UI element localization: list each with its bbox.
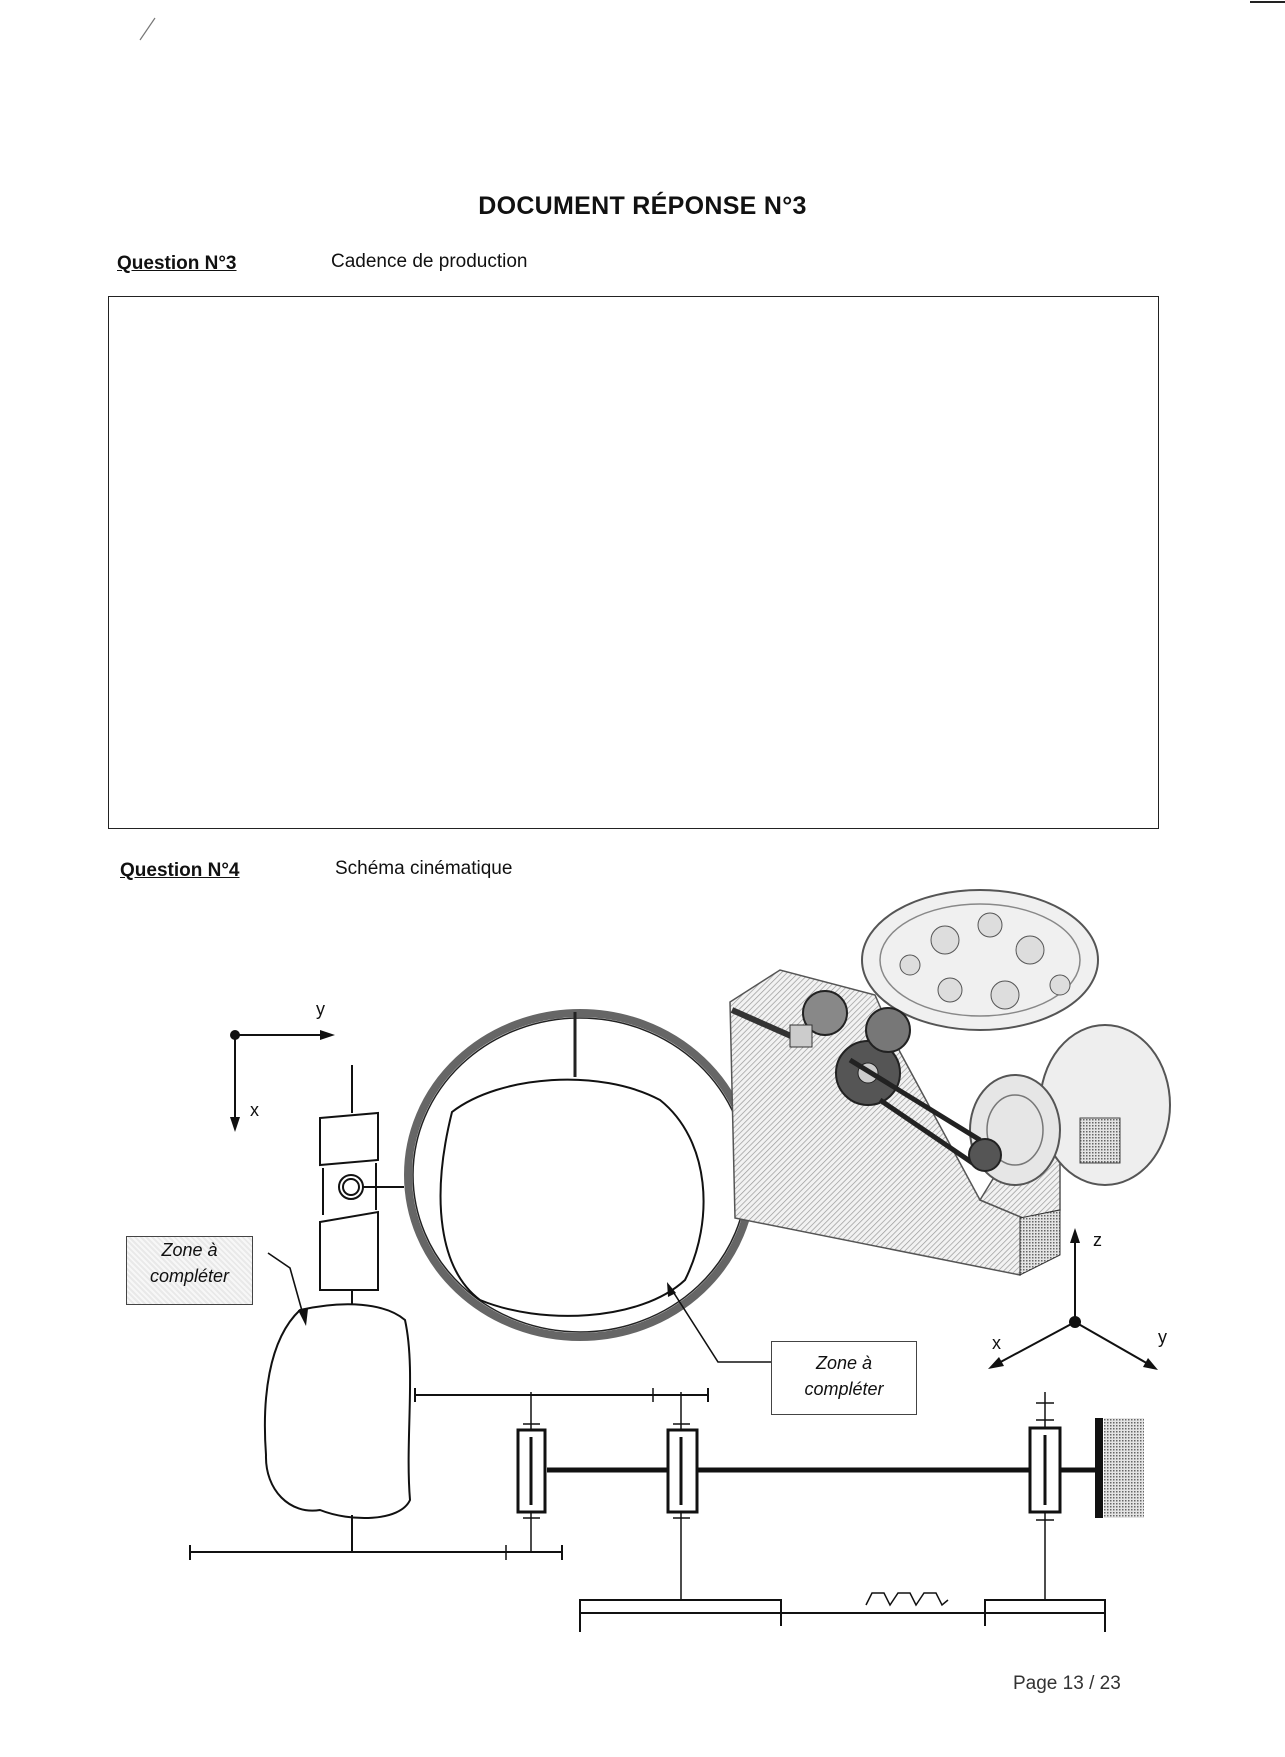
main-shaft [516,1392,1144,1600]
question-3-label: Question N°3 [117,253,237,274]
worm-assembly [319,1065,404,1305]
indexing-table-illustration [729,889,1171,1276]
axis-label-x-3d: x [992,1333,1001,1353]
axis-label-z-3d: z [1093,1230,1102,1250]
axis-label-x-2d: x [250,1100,259,1120]
axis-frame-3d [988,1228,1158,1370]
worm-wheel-ring [404,1009,756,1341]
page-number: Page 13 / 23 [1013,1673,1121,1694]
question-4-label: Question N°4 [120,860,240,881]
axis-frame-2d [230,1030,335,1132]
zone-left-line-1: Zone à [161,1240,218,1260]
axis-label-y-2d: y [316,999,325,1019]
zone-to-complete-label-left: Zone à compléter [126,1236,253,1305]
zone-to-complete-label-right: Zone à compléter [771,1341,917,1415]
zone-left-line-2: compléter [149,1266,230,1286]
cam-blob-left [263,1303,412,1519]
answer-box-question-3[interactable] [108,296,1159,829]
zone-right-line-2: compléter [804,1379,884,1399]
question-3-text: Cadence de production [331,251,528,272]
axis-label-y-3d: y [1158,1327,1167,1347]
zone-right-line-1: Zone à [815,1353,873,1373]
question-4-text: Schéma cinématique [335,858,513,879]
document-title: DOCUMENT RÉPONSE N°3 [478,192,807,220]
belt-transmission [579,1592,1106,1632]
